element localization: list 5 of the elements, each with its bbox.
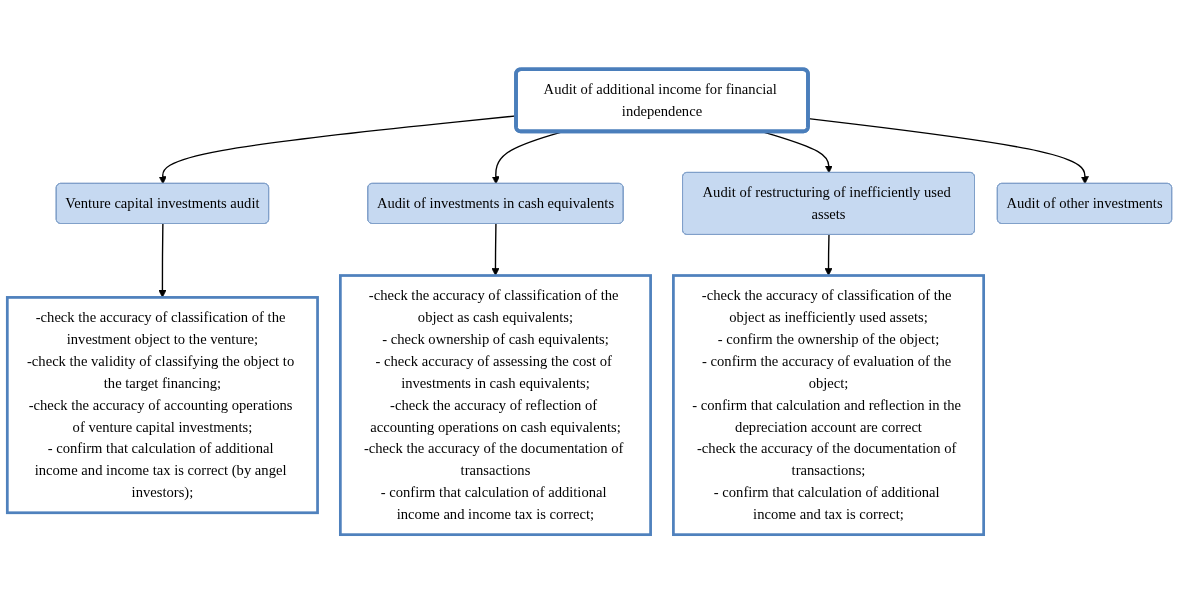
- node-box: -check the accuracy of classification of the investment object to the venture; -check the validity of classifying the object to the target financing; -check the accuracy of accounting operations of venture capital investments; - confirm that calculation of additional income and income tax is correct (by angel investors);: [5, 295, 319, 514]
- arrow: [824, 233, 833, 276]
- node-box: -check the accuracy of classification of the object as cash equivalents; - check ownership of cash equivalents; - check accuracy of assessing the cost of investments in cash equivalents; -check the accuracy of reflection of accounting operations on cash equivalents; -check the accuracy of the documentation of transactions - confirm that calculation of additional income and income tax is correct;: [339, 273, 652, 536]
- node-box: -check the accuracy of classification of the object as inefficiently used assets; - confirm the ownership of the object; - confirm the accuracy of evaluation of the object; - confirm that calculation and reflection in the depreciation account are correct -check the accuracy of the documentation of transactions; - confirm that calculation of additional income and tax is correct;: [672, 273, 985, 536]
- arrow: [491, 222, 500, 276]
